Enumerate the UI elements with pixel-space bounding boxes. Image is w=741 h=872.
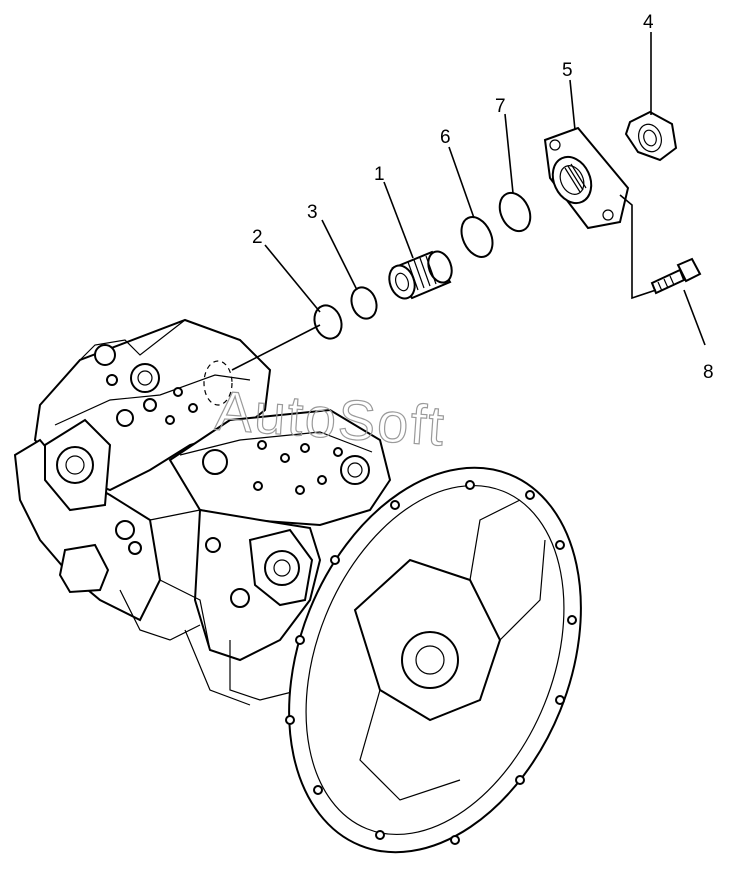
leader-lines (231, 32, 706, 371)
callout-8: 8 (703, 362, 714, 383)
callout-labels: 1 2 3 4 5 6 7 8 (252, 12, 714, 383)
fitting-part-1 (388, 250, 453, 300)
nut-part-4 (624, 110, 678, 162)
o-ring-part-3 (350, 286, 378, 320)
o-ring-part-7 (498, 191, 532, 233)
callout-1: 1 (374, 164, 385, 185)
pump-assembly (13, 318, 582, 854)
o-ring-part-6 (460, 216, 494, 258)
flange-part-5 (543, 126, 630, 230)
callout-6: 6 (440, 127, 451, 148)
bolt-part-8 (650, 257, 702, 295)
callout-4: 4 (643, 12, 654, 33)
callout-3: 3 (307, 202, 318, 223)
callout-2: 2 (252, 227, 263, 248)
o-ring-part-2 (313, 304, 343, 340)
callout-5: 5 (562, 60, 573, 81)
callout-7: 7 (495, 96, 506, 117)
